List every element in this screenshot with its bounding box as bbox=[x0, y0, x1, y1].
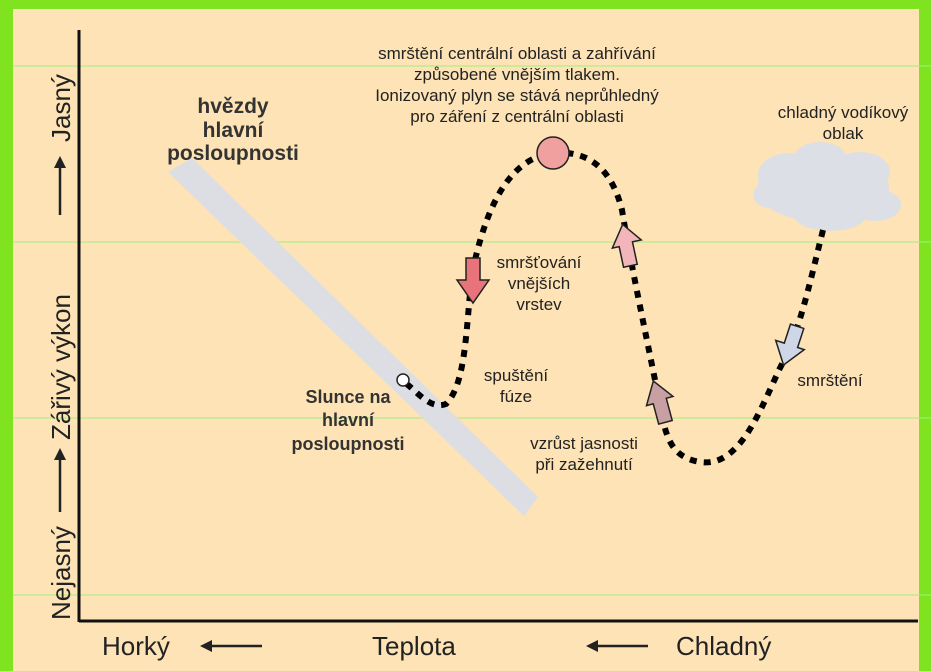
y-label-high: Jasný bbox=[46, 74, 76, 142]
fusion-start-label: spuštění fúze bbox=[484, 366, 549, 406]
svg-text:pro záření z centrální oblasti: pro záření z centrální oblasti bbox=[410, 107, 624, 126]
arrow-up-pink-icon bbox=[611, 223, 643, 269]
svg-text:Ionizovaný plyn se stává neprů: Ionizovaný plyn se stává neprůhledný bbox=[375, 86, 659, 105]
contraction-label: smrštění bbox=[797, 371, 862, 390]
svg-text:chladný vodíkový: chladný vodíkový bbox=[778, 103, 909, 122]
svg-text:vnějších: vnějších bbox=[508, 274, 570, 293]
x-arrow-left-icon bbox=[200, 640, 262, 652]
top-note: smrštění centrální oblasti a zahřívání z… bbox=[375, 44, 659, 126]
svg-text:hlavní: hlavní bbox=[203, 119, 265, 142]
svg-text:oblak: oblak bbox=[823, 124, 864, 143]
main-sequence-band bbox=[168, 158, 538, 516]
svg-text:smršťování: smršťování bbox=[497, 253, 582, 272]
svg-text:vrstev: vrstev bbox=[516, 295, 562, 314]
axes bbox=[77, 30, 918, 623]
y-axis-labels: Nejasný Zářivý výkon Jasný bbox=[46, 74, 76, 620]
svg-text:vzrůst jasnosti: vzrůst jasnosti bbox=[530, 434, 638, 453]
sun-label: Slunce na hlavní posloupnosti bbox=[292, 387, 405, 454]
y-label-mid: Zářivý výkon bbox=[46, 294, 76, 440]
svg-text:posloupnosti: posloupnosti bbox=[292, 434, 405, 454]
x-label-left: Horký bbox=[102, 631, 170, 661]
svg-text:Slunce na: Slunce na bbox=[305, 387, 391, 407]
contraction-bubble bbox=[536, 136, 570, 170]
arrow-up-mauve-icon bbox=[645, 379, 675, 426]
grid-lines bbox=[13, 65, 931, 596]
cloud-label: chladný vodíkový oblak bbox=[778, 103, 909, 143]
svg-text:spuštění: spuštění bbox=[484, 366, 549, 385]
contraction-outer-label: smršťování vnějších vrstev bbox=[497, 253, 582, 314]
svg-text:hvězdy: hvězdy bbox=[197, 95, 269, 118]
hydrogen-cloud bbox=[753, 142, 901, 231]
arrow-down-red-icon bbox=[455, 257, 491, 305]
svg-text:posloupnosti: posloupnosti bbox=[167, 142, 299, 165]
main-sequence-label: hvězdy hlavní posloupnosti bbox=[167, 95, 299, 165]
arrow-down-blue-icon bbox=[774, 323, 806, 367]
x-label-right: Chladný bbox=[676, 631, 771, 661]
brightening-label: vzrůst jasnosti při zažehnutí bbox=[530, 434, 638, 474]
svg-text:při zažehnutí: při zažehnutí bbox=[535, 455, 633, 474]
x-label-mid: Teplota bbox=[372, 631, 456, 661]
svg-text:fúze: fúze bbox=[500, 387, 532, 406]
svg-text:smrštění centrální oblasti a z: smrštění centrální oblasti a zahřívání bbox=[378, 44, 656, 63]
svg-text:hlavní: hlavní bbox=[322, 410, 375, 430]
svg-text:způsobené vnějším tlakem.: způsobené vnějším tlakem. bbox=[414, 65, 620, 84]
sun-marker bbox=[396, 373, 410, 387]
evolution-track bbox=[402, 149, 826, 466]
y-label-low: Nejasný bbox=[46, 526, 76, 620]
x-arrow-right-icon bbox=[586, 640, 648, 652]
